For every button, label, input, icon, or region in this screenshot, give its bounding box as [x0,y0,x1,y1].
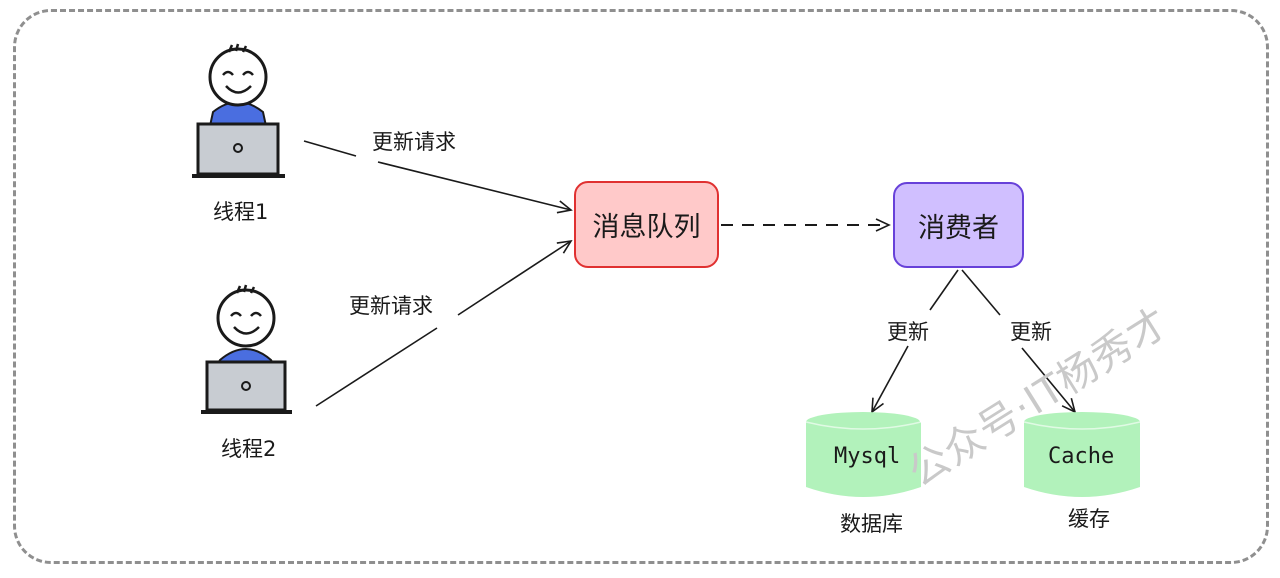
edge-label-update-request-1: 更新请求 [372,130,456,154]
arrow-thread2-to-queue [315,327,438,407]
arrow-thread2-to-queue-tail [457,239,573,316]
cache-store-icon [1023,412,1141,497]
mysql-database-icon [805,412,922,497]
database-caption: 数据库 [840,512,903,536]
edge-label-update-request-2: 更新请求 [349,294,433,318]
user-icon-thread-1 [192,43,285,178]
arrow-thread1-to-queue [303,140,357,157]
mysql-label: Mysql [834,444,901,469]
cache-caption: 缓存 [1068,507,1110,531]
message-queue-node: 消息队列 [574,181,719,268]
arrow-consumer-to-mysql [871,345,909,414]
dashed-frame [13,9,1269,564]
consumer-node: 消费者 [893,182,1024,268]
user-icon-thread-2 [201,284,292,414]
arrow-thread1-to-queue-tail [377,161,573,214]
arrow-consumer-to-cache-head [961,269,1001,316]
arrow-consumer-to-mysql-head [929,269,959,311]
edge-label-update-mysql: 更新 [887,320,929,344]
arrow-consumer-to-cache [1021,347,1077,414]
cache-label: Cache [1048,444,1115,469]
edge-label-update-cache: 更新 [1010,320,1052,344]
thread-1-label: 线程1 [213,200,269,224]
thread-2-label: 线程2 [221,437,277,461]
